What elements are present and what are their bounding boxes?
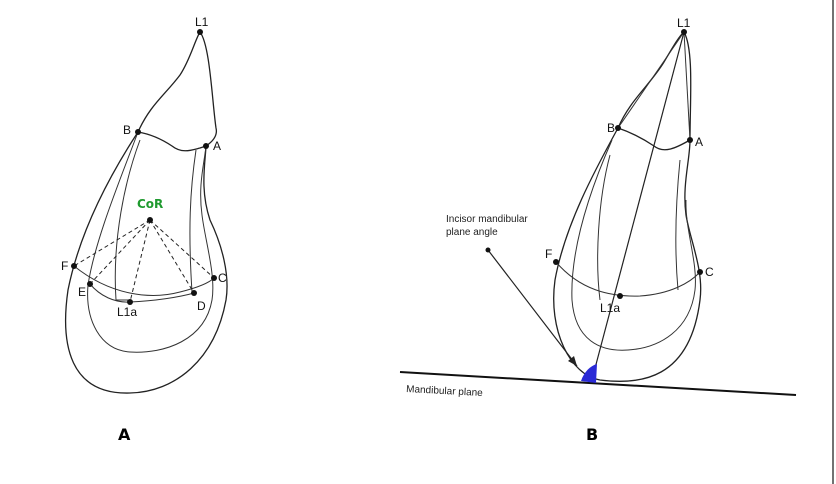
tooth-root-outline [137, 30, 218, 147]
b-label-c: C [705, 265, 714, 279]
point-b [135, 129, 141, 135]
point-l1 [197, 29, 203, 35]
b-middle-contour [571, 139, 696, 351]
b-point-f [553, 259, 559, 265]
b-label-l1a: L1a [600, 301, 620, 315]
dash-cor-c [149, 219, 215, 279]
point-c [211, 275, 217, 281]
label-d: D [197, 299, 206, 313]
panel-b-label: B [586, 425, 598, 444]
label-f: F [61, 259, 68, 273]
b-long-axis [593, 31, 685, 373]
dash-cor-e [89, 219, 151, 285]
label-l1: L1 [195, 15, 209, 29]
panel-b-diagram: L1 B A F C L1a Incisor mandibular plane … [399, 16, 797, 444]
fc-arc [73, 265, 215, 296]
angle-label-line2: plane angle [446, 227, 498, 238]
dash-cor-f [73, 219, 151, 267]
b-label-b: B [607, 121, 615, 135]
panel-a-diagram: L1 B A CoR F C E D L1a A [61, 15, 228, 444]
lower-arc [89, 283, 195, 303]
mandibular-plane-label: Mandibular plane [406, 384, 484, 399]
point-a [203, 143, 209, 149]
b-label-f: F [545, 247, 552, 261]
mandibular-plane-line [399, 371, 797, 396]
angle-pointer-arrowhead [568, 356, 577, 366]
point-e [87, 281, 93, 287]
b-outer-contour [553, 127, 702, 382]
b-point-l1 [681, 29, 687, 35]
cej-line [137, 131, 207, 152]
label-l1a: L1a [117, 305, 137, 319]
angle-pointer-origin [485, 247, 491, 253]
point-cor [147, 217, 153, 223]
b-label-a: A [695, 135, 703, 149]
angle-pointer-line [487, 249, 578, 367]
b-point-b [615, 125, 621, 131]
point-f [71, 263, 77, 269]
label-a: A [213, 139, 221, 153]
b-point-c [697, 269, 703, 275]
b-point-a [687, 137, 693, 143]
dash-cor-l1a [129, 219, 151, 303]
outer-contour [65, 131, 228, 394]
label-c: C [218, 271, 227, 285]
label-b: B [123, 123, 131, 137]
dash-cor-d [149, 219, 195, 294]
pulp-contour [114, 139, 197, 301]
b-fc-arc [555, 261, 701, 297]
panel-a-label: A [118, 425, 131, 444]
point-l1a [127, 299, 133, 305]
b-point-l1a [617, 293, 623, 299]
angle-label-line1: Incisor mandibular [446, 214, 528, 225]
point-d [191, 290, 197, 296]
b-line-l1-a [683, 31, 691, 141]
b-line-l1-b [617, 31, 685, 129]
b-label-l1: L1 [677, 16, 691, 30]
middle-contour [87, 131, 214, 353]
angle-marker [581, 364, 597, 383]
b-tooth-root-outline [617, 31, 692, 141]
b-inner-contour [597, 154, 681, 301]
label-cor: CoR [137, 197, 163, 211]
label-e: E [78, 285, 86, 299]
